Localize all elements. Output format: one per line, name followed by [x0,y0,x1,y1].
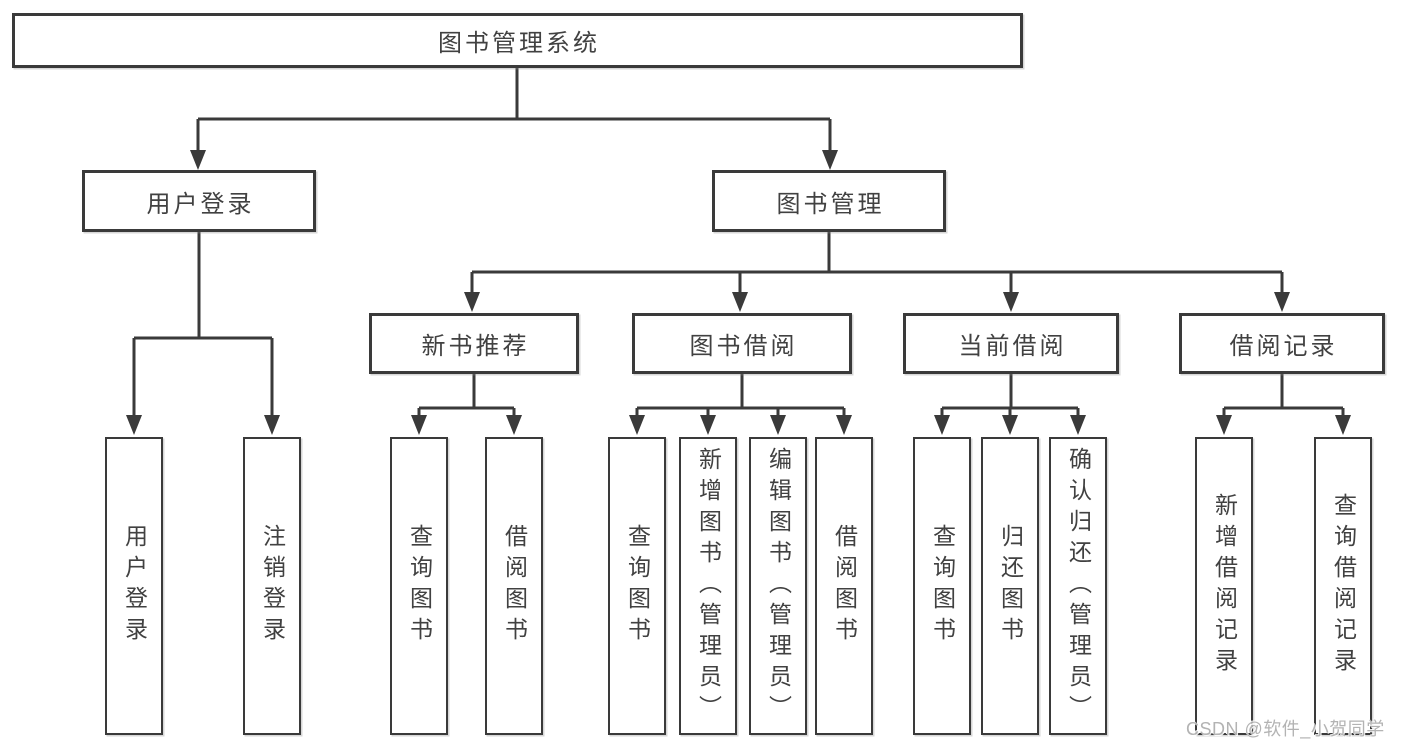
leaf-query-books-current: 查询图书 [913,437,971,735]
leaf-user-login: 用户登录 [105,437,163,735]
arrow-down-icon [190,150,206,170]
arrow-down-icon [464,292,480,312]
arrow-down-icon [411,415,427,435]
root-node-library-system: 图书管理系统 [12,13,1023,68]
leaf-borrow-books-recommend: 借阅图书 [485,437,543,735]
arrow-down-icon [264,415,280,435]
arrow-down-icon [732,292,748,312]
arrow-down-icon [126,415,142,435]
arrow-down-icon [629,415,645,435]
connector-root-to-level1 [196,68,832,152]
arrow-down-icon [1003,292,1019,312]
branch-user-login: 用户登录 [82,170,316,232]
leaf-query-borrow-record: 查询借阅记录 [1314,437,1372,735]
watermark: CSDN @软件_小贺同学 [1186,719,1385,739]
leaf-confirm-return-admin: 确认归还（管理员） [1049,437,1107,735]
arrow-down-icon [836,415,852,435]
connector-records-to-leaves [1222,374,1345,417]
leaf-borrow-books: 借阅图书 [815,437,873,735]
section-new-book-recommend: 新书推荐 [369,313,579,374]
section-borrow-records: 借阅记录 [1179,313,1385,374]
arrow-down-icon [506,415,522,435]
section-book-borrow: 图书借阅 [632,313,852,374]
leaf-add-book-admin: 新增图书（管理员） [679,437,737,735]
leaf-add-borrow-record: 新增借阅记录 [1195,437,1253,735]
arrow-down-icon [822,150,838,170]
leaf-query-books-recommend: 查询图书 [390,437,448,735]
branch-book-management: 图书管理 [712,170,946,232]
connector-current-to-leaves [940,374,1080,417]
connector-borrow-to-leaves [635,374,846,417]
arrow-down-icon [1274,292,1290,312]
arrow-down-icon [1216,415,1232,435]
arrow-down-icon [934,415,950,435]
leaf-logout: 注销登录 [243,437,301,735]
connector-recommend-to-leaves [417,374,516,417]
connector-login-to-leaves [132,232,274,417]
leaf-query-books-borrow: 查询图书 [608,437,666,735]
arrow-down-icon [700,415,716,435]
arrow-down-icon [770,415,786,435]
leaf-return-book: 归还图书 [981,437,1039,735]
leaf-edit-book-admin: 编辑图书（管理员） [749,437,807,735]
arrow-down-icon [1335,415,1351,435]
section-current-borrow: 当前借阅 [903,313,1119,374]
arrow-down-icon [1002,415,1018,435]
connector-management-to-sections [470,232,1284,295]
arrow-down-icon [1070,415,1086,435]
